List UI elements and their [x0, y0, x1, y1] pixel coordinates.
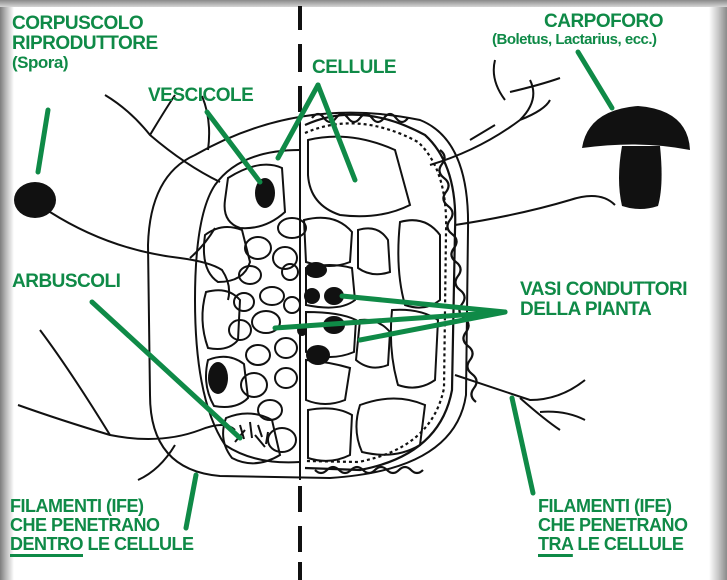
label-hyphae-between-line2: CHE PENETRANO [538, 516, 688, 535]
stele-right-cells [304, 218, 390, 404]
label-fruiting-body: CARPOFORO (Boletus, Lactarius, ecc.) [540, 12, 663, 48]
label-hyphae-between-emph: TRA [538, 534, 573, 554]
label-fruiting-body-line1: CARPOFORO [540, 12, 663, 32]
label-hyphae-inside-line3: DENTRO LE CELLULE [10, 535, 194, 554]
label-hyphae-inside-line1: FILAMENTI (IFE) [10, 497, 194, 516]
label-hyphae-inside-rest: LE CELLULE [83, 534, 194, 554]
mushroom-icon [582, 106, 690, 209]
label-spore-line2: RIPRODUTTORE [12, 34, 158, 54]
label-hyphae-between: FILAMENTI (IFE) CHE PENETRANO TRA LE CEL… [538, 497, 688, 554]
label-spore-line1: CORPUSCOLO [12, 14, 158, 34]
label-vessels: VASI CONDUTTORI DELLA PIANTA [520, 280, 687, 320]
label-hyphae-inside-line2: CHE PENETRANO [10, 516, 194, 535]
label-hyphae-inside-emph: DENTRO [10, 534, 83, 554]
label-spore: CORPUSCOLO RIPRODUTTORE (Spora) [12, 14, 158, 72]
label-hyphae-between-rest: LE CELLULE [573, 534, 684, 554]
label-vesicles: VESCICOLE [148, 86, 253, 106]
label-vessels-line1: VASI CONDUTTORI [520, 280, 687, 300]
label-hyphae-between-line1: FILAMENTI (IFE) [538, 497, 688, 516]
label-hyphae-inside: FILAMENTI (IFE) CHE PENETRANO DENTRO LE … [10, 497, 194, 554]
left-cortex-cells [202, 165, 285, 464]
label-hyphae-between-line3: TRA LE CELLULE [538, 535, 688, 554]
label-arbuscules: ARBUSCOLI [12, 272, 120, 292]
label-fruiting-body-line2: (Boletus, Lactarius, ecc.) [492, 32, 663, 48]
label-cells: CELLULE [312, 58, 396, 78]
label-vessels-line2: DELLA PIANTA [520, 300, 687, 320]
label-spore-line3: (Spora) [12, 54, 158, 72]
